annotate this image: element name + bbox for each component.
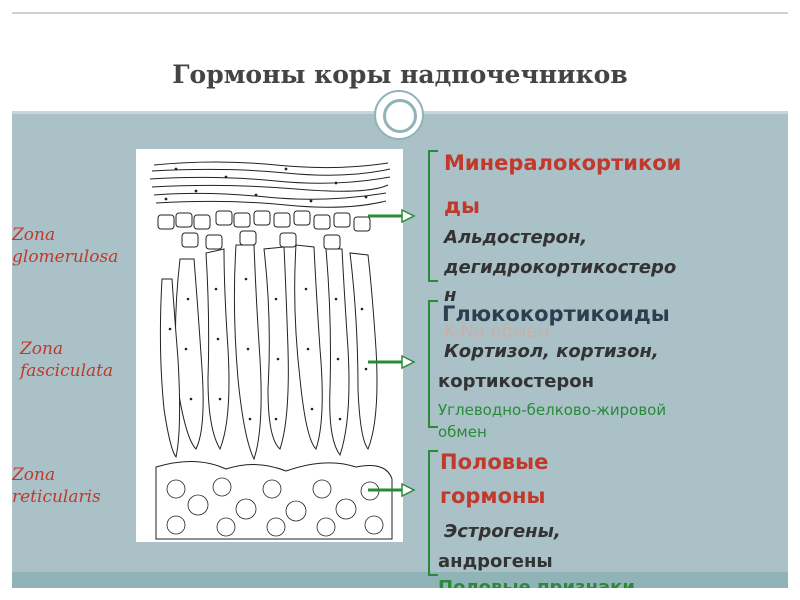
mineralo-sub-line2: дегидрокортикостеро xyxy=(444,257,677,278)
bottom-strip xyxy=(12,572,788,588)
bracket-icon-3 xyxy=(428,450,438,576)
zone-reticularis-line1: Zona xyxy=(12,465,56,485)
zone-glomerulosa-line1: Zona xyxy=(12,225,56,245)
gluco-heading: Глюкокортикоиды xyxy=(442,302,670,326)
slide: Гормоны коры надпочечников Zona glomerul… xyxy=(12,12,788,588)
sex-heading-line2: гормоны xyxy=(440,484,546,508)
zone-reticularis-line2: reticularis xyxy=(12,487,101,507)
bracket-icon-2 xyxy=(428,300,438,428)
sex-sub-line2: андрогены xyxy=(438,551,553,572)
arrow-right-icon-1 xyxy=(368,208,416,224)
adrenal-cortex-histology xyxy=(136,149,403,542)
mineralo-heading-line2: ды xyxy=(444,194,480,218)
mineralo-heading-line1: Минералокортикои xyxy=(444,151,682,175)
slide-title: Гормоны коры надпочечников xyxy=(172,60,628,89)
gluco-sub-line2: кортикостерон xyxy=(438,371,595,392)
bracket-icon-1 xyxy=(428,150,438,282)
zone-fasciculata-label: Zona fasciculata xyxy=(20,338,113,382)
mineralo-sub-line3: н xyxy=(444,285,457,306)
zone-fasciculata-line2: fasciculata xyxy=(20,361,114,381)
mineralo-sub-line1: Альдостерон, xyxy=(444,227,588,248)
sex-heading-line1: Половые xyxy=(440,450,549,474)
gluco-note-line2: обмен xyxy=(438,423,487,441)
histology-svg xyxy=(149,161,393,540)
arrow-right-icon-3 xyxy=(368,482,416,498)
sex-note: Половые признаки xyxy=(438,577,635,589)
zone-glomerulosa-label: Zona glomerulosa xyxy=(12,224,118,268)
sex-sub-line1: Эстрогены, xyxy=(444,521,561,542)
gluco-note-line1: Углеводно-белково-жировой xyxy=(438,401,667,419)
circle-ornament-inner xyxy=(383,99,417,133)
zone-reticularis-label: Zona reticularis xyxy=(12,464,101,508)
circle-ornament-icon xyxy=(374,90,424,140)
gluco-sub-line1: Кортизол, кортизон, xyxy=(444,341,659,362)
top-border xyxy=(12,12,788,14)
arrow-right-icon-2 xyxy=(368,354,416,370)
zone-fasciculata-line1: Zona xyxy=(20,339,64,359)
mineralo-note: K-Na обмен xyxy=(444,321,550,342)
zone-glomerulosa-line2: glomerulosa xyxy=(12,247,119,267)
